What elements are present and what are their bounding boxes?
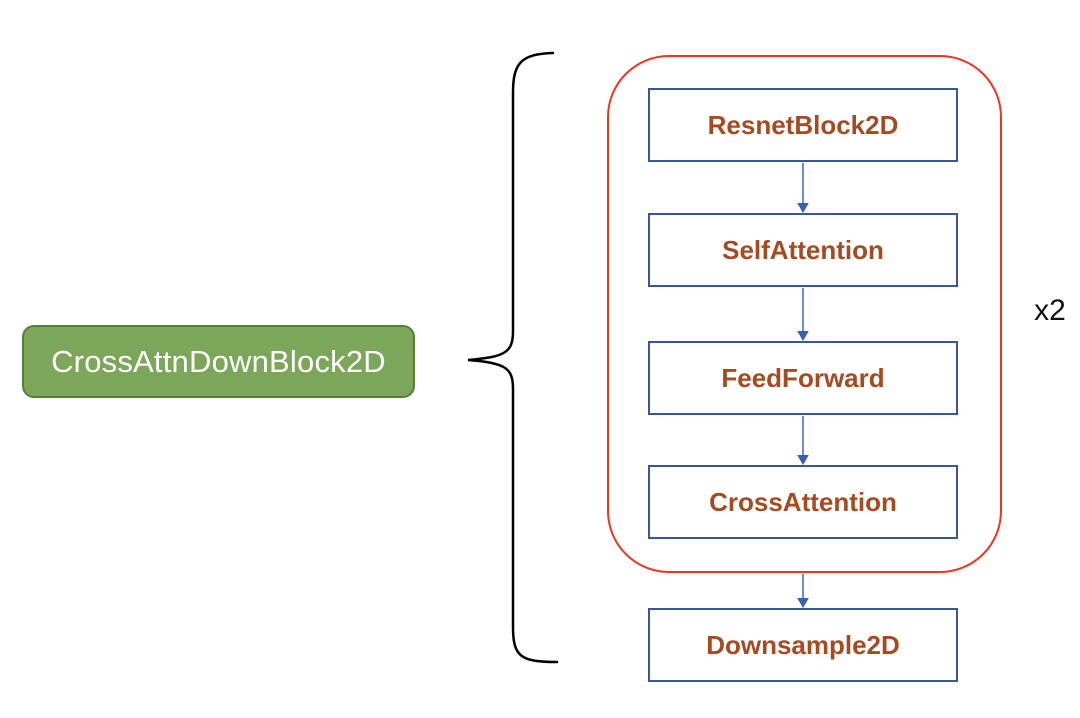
node-crossattndownblock2d-label: CrossAttnDownBlock2D [51,343,386,379]
node-downsample2d: Downsample2D [648,608,958,682]
node-crossattention: CrossAttention [648,465,958,539]
repeat-count-text: x2 [1034,294,1066,327]
curly-brace [467,51,559,664]
node-crossattndownblock2d: CrossAttnDownBlock2D [22,325,415,398]
node-resnetblock2d: ResnetBlock2D [648,88,958,162]
node-resnetblock2d-label: ResnetBlock2D [707,109,899,140]
node-selfattention-label: SelfAttention [722,234,884,265]
node-feedforward: FeedForward [648,341,958,415]
node-feedforward-label: FeedForward [721,362,885,393]
arrow-loop-to-downsample [797,574,809,608]
node-selfattention: SelfAttention [648,213,958,287]
loop-container [607,55,1002,573]
repeat-count-label: x2 [1022,293,1078,329]
node-crossattention-label: CrossAttention [709,486,897,517]
node-downsample2d-label: Downsample2D [706,629,900,660]
